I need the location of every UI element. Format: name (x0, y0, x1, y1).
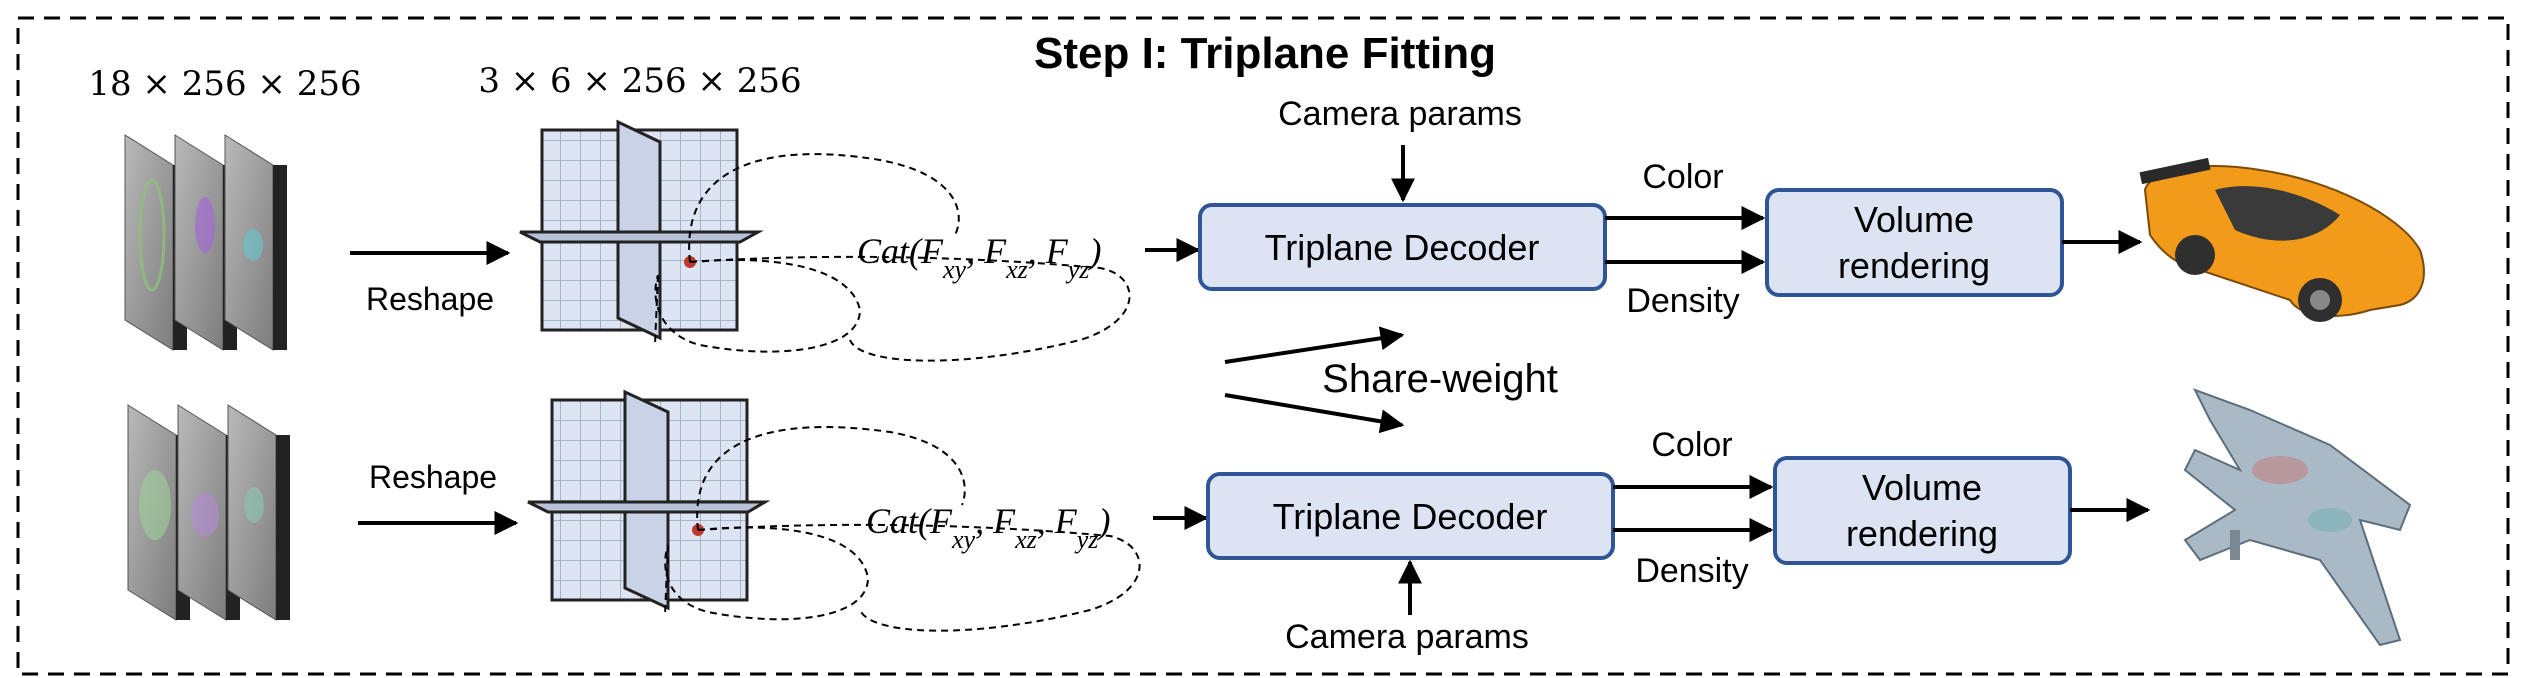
sample-curve (688, 153, 960, 263)
input-dim-label: 18 × 256 × 256 (88, 64, 361, 104)
volume-label-line1-bottom: Volume (1862, 467, 1982, 508)
triplane-grid-top (519, 119, 764, 341)
reshape-label-top: Reshape (366, 281, 494, 317)
fighter-jet-icon (2183, 388, 2412, 647)
share-weight-arrow-up (1224, 326, 1405, 364)
volume-label-line2-top: rendering (1838, 245, 1990, 286)
triplane-grid-bottom (527, 389, 771, 611)
decoder-label-top: Triplane Decoder (1265, 227, 1540, 268)
sample-curve (689, 255, 1131, 362)
reshape-label-bottom: Reshape (369, 459, 497, 495)
sample-curve (654, 258, 862, 353)
camera-params-label-top: Camera params (1278, 95, 1522, 133)
volume-label-line2-bottom: rendering (1846, 513, 1998, 554)
title: Step I: Triplane Fitting (1034, 29, 1496, 78)
camera-params-label-bottom: Camera params (1285, 618, 1529, 656)
triplane-dim-label: 3 × 6 × 256 × 256 (478, 61, 801, 101)
feature-slab (224, 134, 287, 351)
dashed-frame (16, 16, 2510, 676)
decoder-label-bottom: Triplane Decoder (1273, 496, 1548, 537)
density-label-bottom: Density (1635, 552, 1748, 590)
share-weight-label: Share-weight (1322, 357, 1558, 401)
feature-slab-stack-bottom (127, 404, 290, 621)
feature-slab (227, 404, 290, 621)
color-label-top: Color (1642, 158, 1723, 196)
concat-formula-bottom: Cat(Fxy, Fxz, Fyz) (866, 501, 1110, 554)
sample-curve (697, 523, 1141, 632)
triplane-decoder-top: Triplane Decoder (1198, 203, 1607, 291)
sports-car-icon (2139, 157, 2425, 322)
feature-slab-stack-top (124, 134, 287, 351)
density-label-top: Density (1626, 282, 1739, 320)
concat-formula-top: Cat(Fxy, Fxz, Fyz) (857, 231, 1101, 284)
triplane-decoder-bottom: Triplane Decoder (1206, 472, 1615, 560)
volume-label-line1-top: Volume (1854, 199, 1974, 240)
volume-rendering-top: Volume rendering (1765, 188, 2064, 297)
color-label-bottom: Color (1651, 426, 1732, 464)
sample-curve (696, 426, 966, 531)
volume-rendering-bottom: Volume rendering (1773, 456, 2072, 565)
share-weight-arrow-down (1224, 393, 1405, 434)
